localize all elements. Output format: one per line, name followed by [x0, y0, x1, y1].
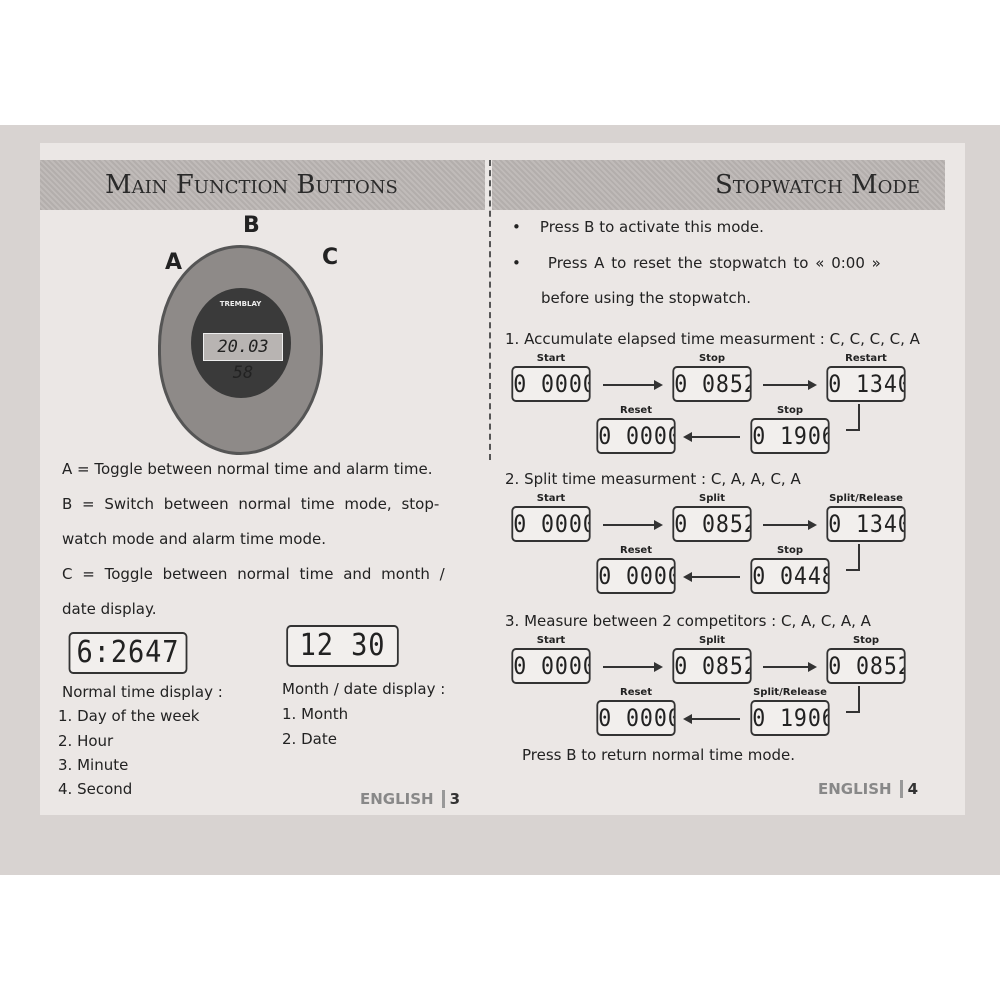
step-lcd: 0 1340: [826, 506, 906, 542]
step-label: Split: [699, 635, 725, 646]
watch-screen: 20.03 58: [203, 333, 283, 383]
stopwatch-image: TREMBLAY 20.03 58: [158, 245, 323, 455]
normal-item: 2. Hour: [58, 732, 114, 750]
step-lcd: 0 1340: [826, 366, 906, 402]
bullet-2-cont: before using the stopwatch.: [541, 289, 751, 307]
step-lcd: 0 0000: [596, 558, 676, 594]
footer-right: ENGLISH 4: [818, 780, 919, 798]
arrow-right: [763, 380, 817, 390]
normal-time-title: Normal time display :: [62, 683, 223, 701]
desc-c-cont: date display.: [62, 600, 157, 618]
watch-brand: TREMBLAY: [219, 300, 262, 308]
step-label: Start: [536, 353, 566, 364]
button-c-label: C: [322, 245, 339, 270]
arrow-right: [763, 520, 817, 530]
month-date-lcd: 12 30: [286, 625, 399, 667]
section-title: 1. Accumulate elapsed time measurment : …: [505, 330, 920, 348]
bullet-1: • Press B to activate this mode.: [512, 218, 764, 236]
footer-left: ENGLISH 3: [360, 790, 461, 808]
arrow-left: [683, 572, 740, 582]
bullet-text: Press A to reset the stopwatch to « 0:00…: [547, 254, 881, 272]
step-label: Split/Release: [829, 493, 903, 504]
normal-time-lcd: 6:2647: [68, 632, 188, 674]
step-lcd: 0 0000: [596, 700, 676, 736]
month-item: 1. Month: [282, 705, 349, 723]
step-lcd: 0 0852: [672, 648, 752, 684]
closing-text: Press B to return normal time mode.: [522, 746, 796, 764]
normal-item: 3. Minute: [58, 756, 129, 774]
bullet-text: Press B to activate this mode.: [539, 218, 764, 236]
arrow-left: [683, 432, 740, 442]
arrow-turn: [846, 544, 860, 571]
footer-lang: ENGLISH: [360, 790, 434, 808]
step-label: Start: [536, 493, 566, 504]
desc-b-cont: watch mode and alarm time mode.: [62, 530, 326, 548]
desc-c: C = Toggle between normal time and month…: [62, 565, 445, 583]
arrow-right: [603, 380, 663, 390]
right-heading: Stopwatch Mode: [492, 160, 945, 210]
step-label: Restart: [845, 353, 887, 364]
step-lcd: 0 0852: [672, 506, 752, 542]
arrow-left: [683, 714, 740, 724]
section-title: 2. Split time measurment : C, A, A, C, A: [505, 470, 801, 488]
page-number: 4: [899, 780, 919, 798]
desc-a: A = Toggle between normal time and alarm…: [62, 460, 433, 478]
button-a-label: A: [165, 250, 183, 275]
normal-item: 1. Day of the week: [58, 707, 200, 725]
step-lcd: 0 0448: [750, 558, 830, 594]
step-label: Split/Release: [753, 687, 827, 698]
normal-item: 4. Second: [58, 780, 133, 798]
arrow-turn: [846, 404, 860, 431]
step-lcd: 0 1906: [750, 418, 830, 454]
step-lcd: 0 0852: [826, 648, 906, 684]
page-number: 3: [441, 790, 461, 808]
month-item: 2. Date: [282, 730, 337, 748]
step-label: Stop: [776, 405, 803, 416]
step-label: Reset: [620, 687, 652, 698]
step-label: Start: [536, 635, 566, 646]
button-b-label: B: [243, 213, 260, 238]
step-lcd: 0 0852: [672, 366, 752, 402]
footer-lang: ENGLISH: [818, 780, 892, 798]
arrow-turn: [846, 686, 860, 713]
step-lcd: 0 1906: [750, 700, 830, 736]
bullet-2: • Press A to reset the stopwatch to « 0:…: [512, 254, 881, 272]
left-heading: Main Function Buttons: [40, 160, 485, 210]
arrow-right: [603, 520, 663, 530]
step-label: Split: [699, 493, 725, 504]
step-label: Reset: [620, 545, 652, 556]
step-lcd: 0 0000: [596, 418, 676, 454]
month-date-title: Month / date display :: [282, 680, 446, 698]
step-label: Stop: [852, 635, 879, 646]
page-divider: [489, 160, 491, 460]
step-label: Stop: [776, 545, 803, 556]
arrow-right: [603, 662, 663, 672]
arrow-right: [763, 662, 817, 672]
step-lcd: 0 0000: [511, 648, 591, 684]
step-lcd: 0 0000: [511, 506, 591, 542]
step-label: Reset: [620, 405, 652, 416]
step-lcd: 0 0000: [511, 366, 591, 402]
desc-b: B = Switch between normal time mode, sto…: [62, 495, 440, 513]
section-title: 3. Measure between 2 competitors : C, A,…: [505, 612, 871, 630]
step-label: Stop: [698, 353, 725, 364]
